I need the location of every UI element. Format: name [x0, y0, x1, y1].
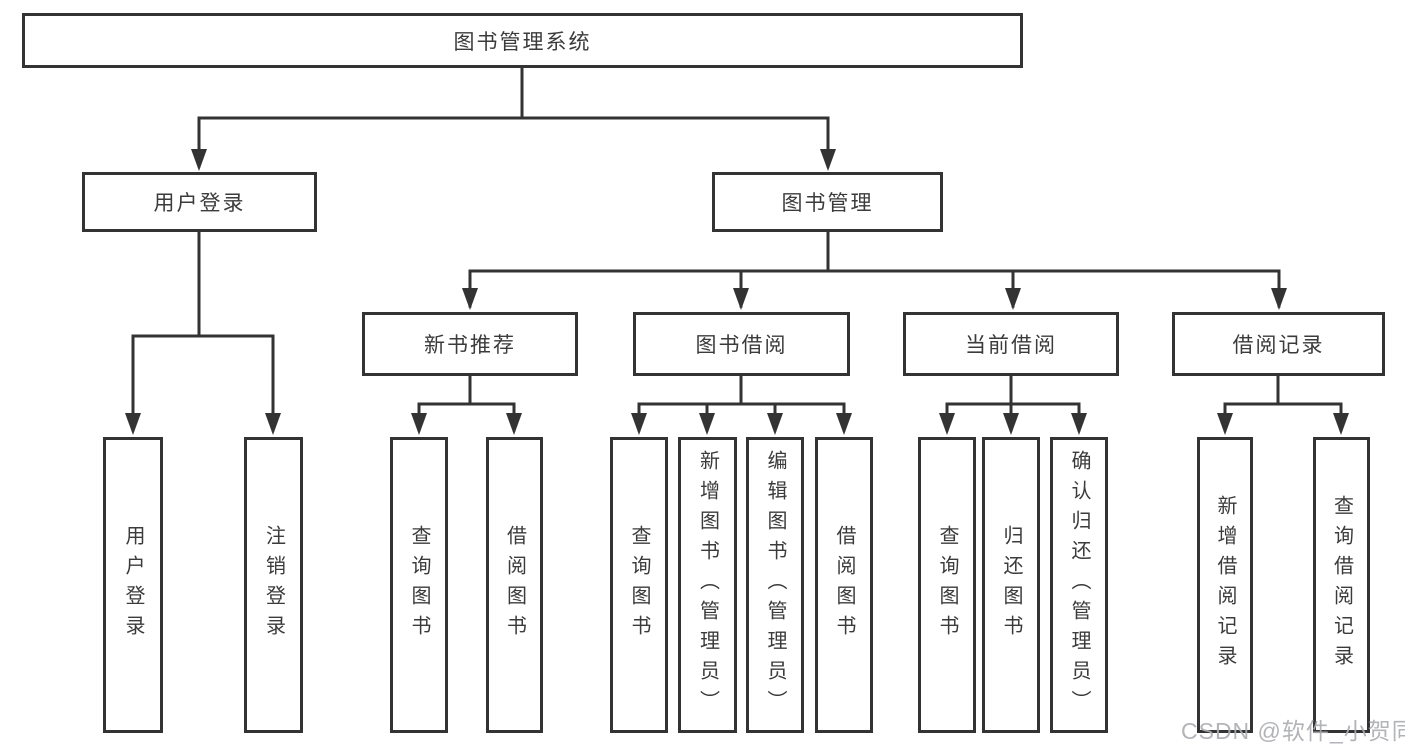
leaf-query-books-recommend-label: 查询图书 — [408, 525, 430, 645]
leaf-query-borrow-record-label: 查询借阅记录 — [1330, 495, 1353, 675]
leaf-confirm-return-admin: 确认归还（管理员） — [1050, 437, 1108, 733]
leaf-logout: 注销登录 — [244, 437, 303, 733]
leaf-query-books-current-label: 查询图书 — [936, 525, 958, 645]
leaf-borrow-books: 借阅图书 — [815, 437, 873, 733]
leaf-confirm-return-admin-label: 确认归还（管理员） — [1068, 450, 1090, 720]
node-user-login: 用户登录 — [82, 172, 317, 232]
leaf-add-books-admin-label: 新增图书（管理员） — [696, 450, 719, 720]
leaf-query-books-borrow-label: 查询图书 — [628, 525, 650, 645]
node-current-borrowing: 当前借阅 — [903, 312, 1119, 376]
leaf-borrow-books-label: 借阅图书 — [833, 525, 855, 645]
leaf-query-books-recommend: 查询图书 — [390, 437, 448, 733]
leaf-edit-books-admin-label: 编辑图书（管理员） — [764, 450, 786, 720]
node-book-borrowing: 图书借阅 — [633, 312, 850, 376]
leaf-borrow-books-recommend: 借阅图书 — [486, 437, 543, 733]
leaf-add-books-admin: 新增图书（管理员） — [678, 437, 737, 733]
node-book-management: 图书管理 — [712, 172, 943, 232]
node-new-book-recommendation: 新书推荐 — [362, 312, 578, 376]
leaf-logout-label: 注销登录 — [262, 525, 285, 645]
leaf-query-books-current: 查询图书 — [918, 437, 976, 733]
leaf-query-borrow-record: 查询借阅记录 — [1313, 437, 1370, 733]
leaf-return-books: 归还图书 — [982, 437, 1040, 733]
leaf-add-borrow-record-label: 新增借阅记录 — [1214, 495, 1236, 675]
watermark-csdn: CSDN @软件_小贺同学 — [1181, 718, 1405, 744]
leaf-user-login-label: 用户登录 — [122, 525, 144, 645]
leaf-edit-books-admin: 编辑图书（管理员） — [746, 437, 804, 733]
leaf-add-borrow-record: 新增借阅记录 — [1197, 437, 1253, 733]
node-borrowing-records: 借阅记录 — [1172, 312, 1385, 376]
leaf-user-login: 用户登录 — [103, 437, 163, 733]
leaf-borrow-books-recommend-label: 借阅图书 — [503, 525, 526, 645]
leaf-return-books-label: 归还图书 — [1000, 525, 1022, 645]
node-library-management-system: 图书管理系统 — [22, 13, 1023, 68]
leaf-query-books-borrow: 查询图书 — [610, 437, 668, 733]
